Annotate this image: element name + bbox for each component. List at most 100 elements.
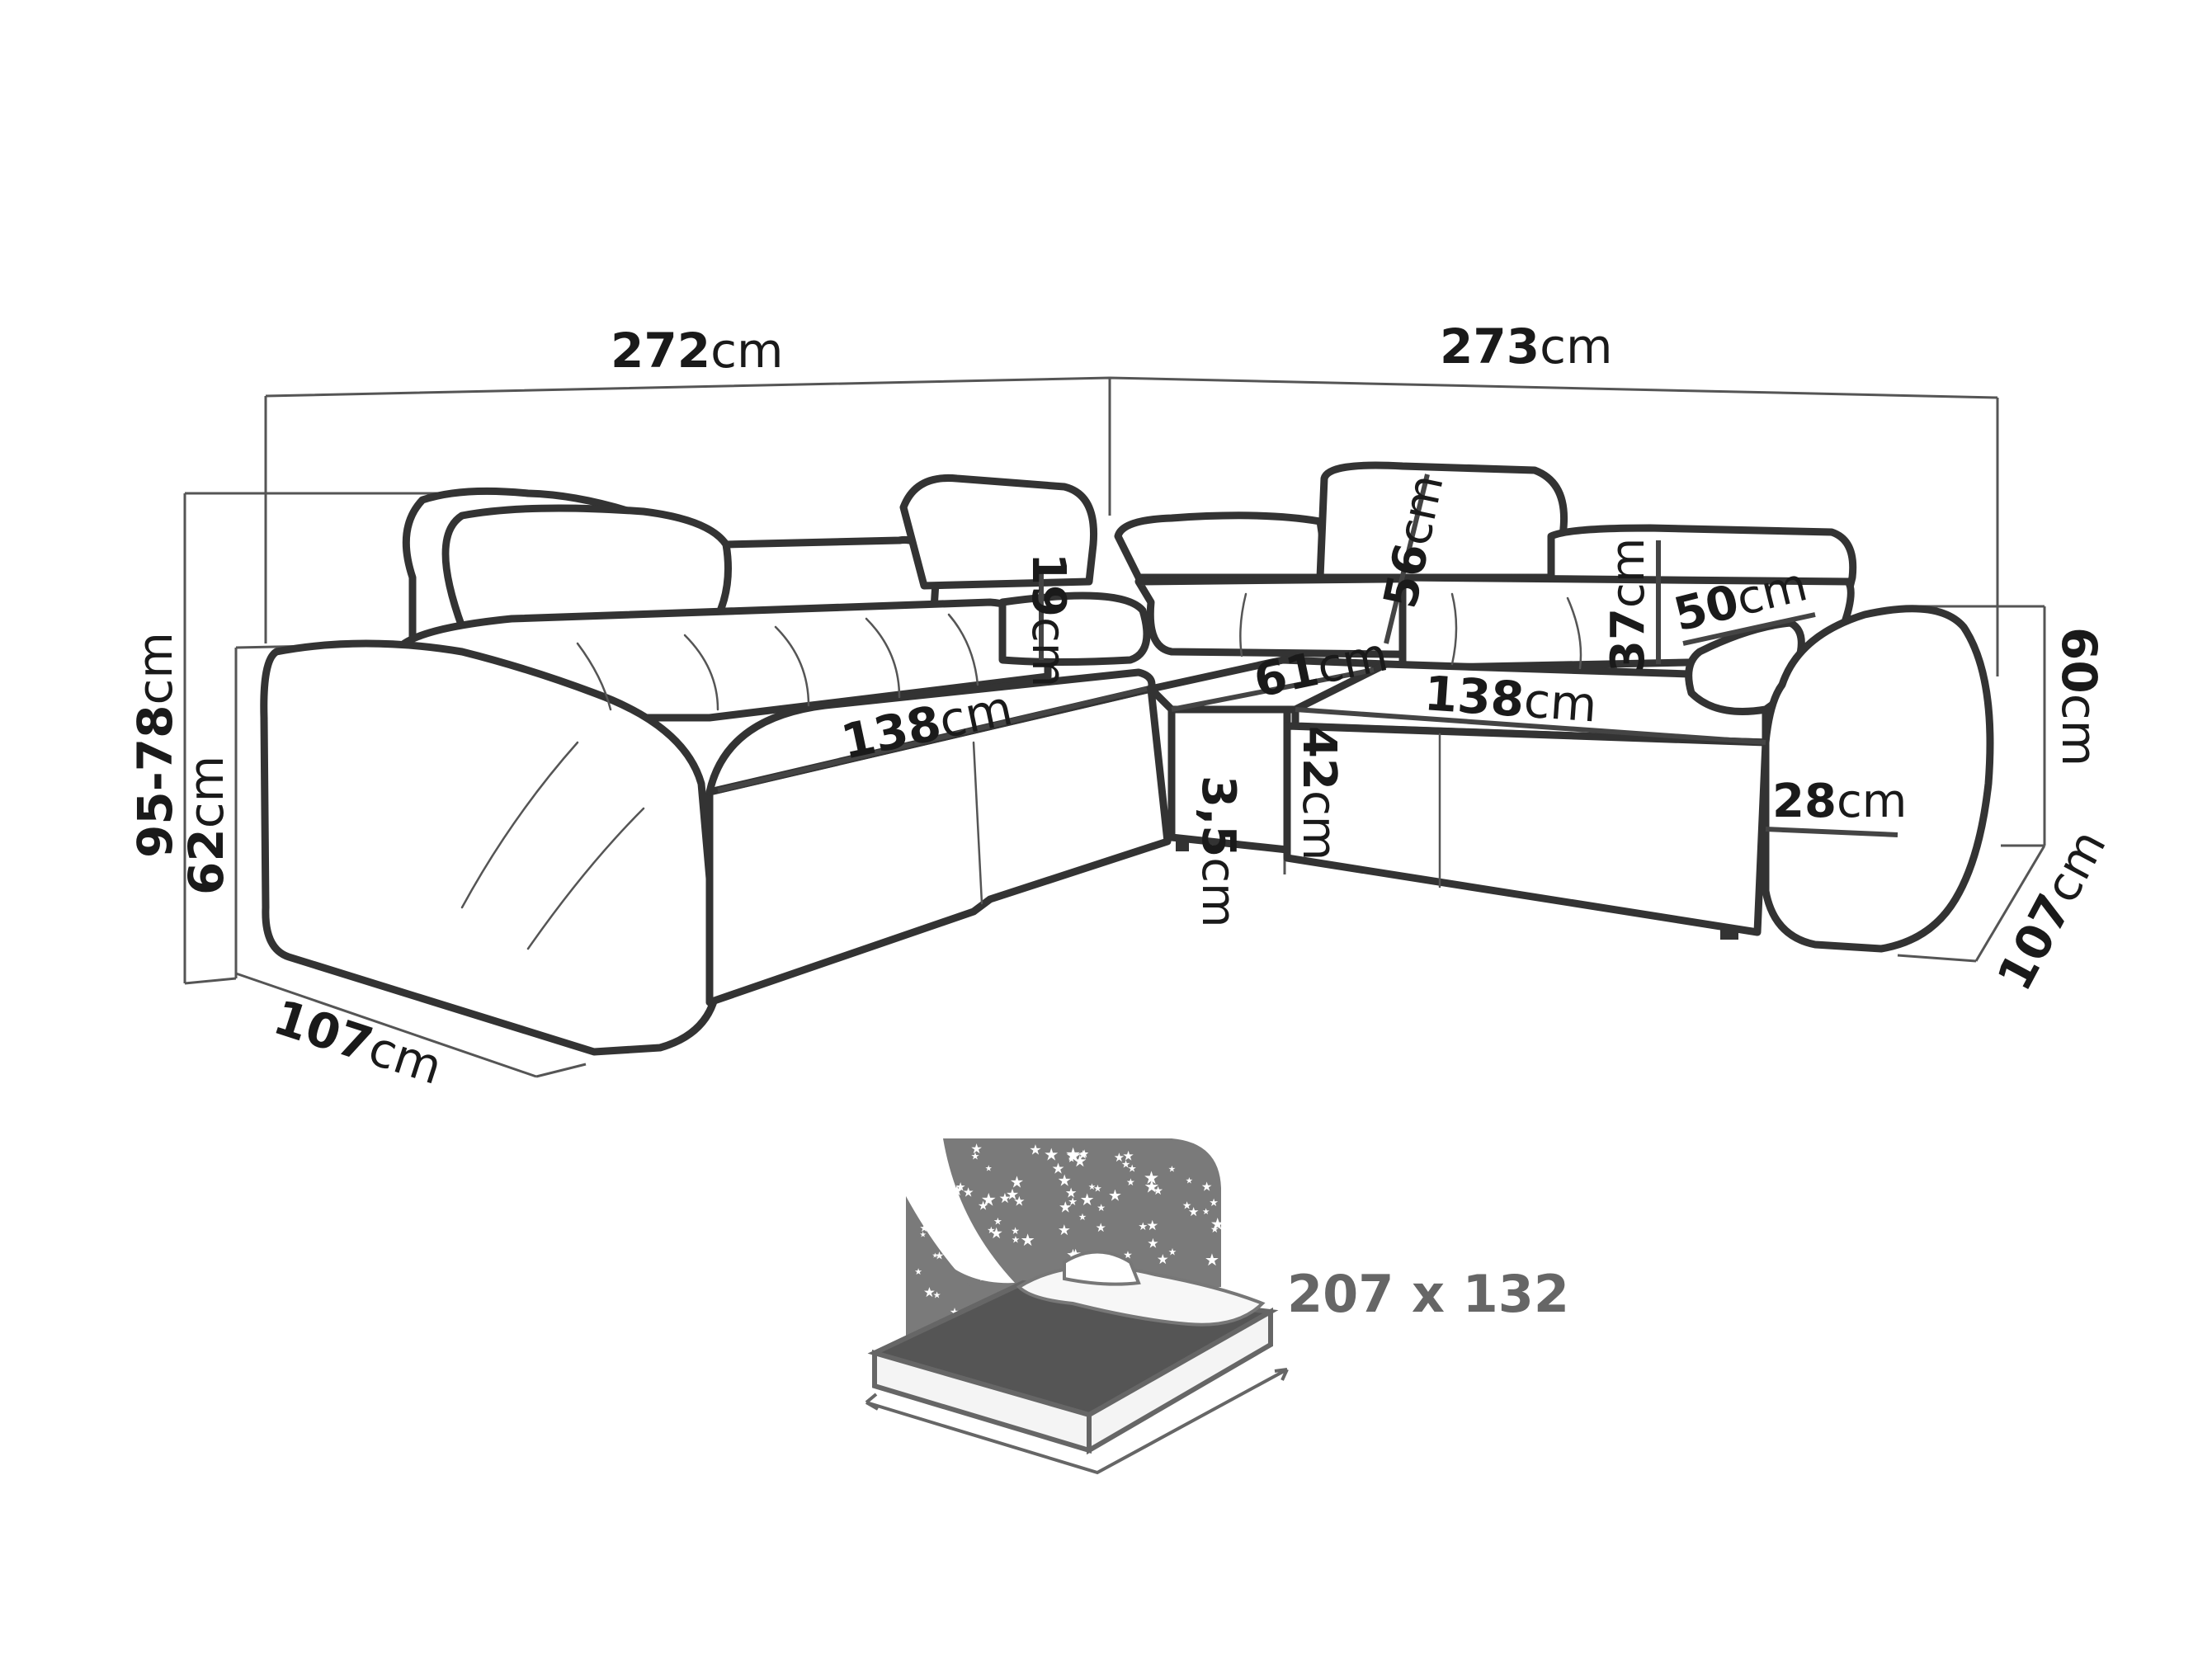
dim-height-total: 95-78cm [127, 632, 183, 858]
star-icon: ★ [1012, 1234, 1020, 1246]
dim-seat-right: 138cm [1422, 665, 1599, 733]
star-icon: ★ [1029, 1142, 1041, 1158]
star-icon: ★ [1010, 1172, 1024, 1191]
corner-sofa-drawing [260, 461, 1994, 1056]
dim-width-right: 273cm [1440, 318, 1612, 375]
star-icon: ★ [1065, 1146, 1082, 1166]
star-icon: ★ [1186, 1176, 1193, 1186]
star-icon: ★ [999, 1190, 1012, 1206]
star-icon: ★ [1079, 1148, 1089, 1161]
star-icon: ★ [1168, 1247, 1177, 1258]
star-icon: ★ [1201, 1180, 1213, 1195]
star-icon: ★ [1144, 1168, 1159, 1189]
star-icon: ★ [1108, 1185, 1122, 1204]
star-icon: ★ [1128, 1162, 1137, 1174]
star-icon: ★ [1096, 1221, 1106, 1235]
star-icon: ★ [941, 1210, 948, 1218]
dim-height-right: 60cm [2051, 627, 2107, 766]
star-icon: ★ [943, 1228, 955, 1242]
star-icon: ★ [1188, 1204, 1200, 1219]
star-icon: ★ [1059, 1199, 1073, 1217]
bed-size-label: 207 x 132 [1287, 1264, 1569, 1324]
star-icon: ★ [1209, 1197, 1218, 1209]
star-icon: ★ [1065, 1144, 1081, 1165]
star-icon: ★ [978, 1268, 991, 1284]
star-icon: ★ [935, 1250, 945, 1262]
star-icon: ★ [969, 1247, 982, 1264]
star-icon: ★ [1114, 1151, 1125, 1165]
dim-width-left: 272cm [611, 323, 783, 379]
star-icon: ★ [1011, 1225, 1020, 1237]
star-icon: ★ [933, 1290, 941, 1301]
star-icon: ★ [963, 1185, 974, 1199]
star-icon: ★ [1122, 1148, 1134, 1164]
star-icon: ★ [1121, 1157, 1130, 1170]
star-icon: ★ [1146, 1217, 1158, 1233]
star-icon: ★ [970, 1141, 983, 1157]
star-icon: ★ [932, 1251, 938, 1260]
star-icon: ★ [979, 1256, 989, 1269]
dim-arm-width: 28cm [1772, 775, 1907, 828]
star-icon: ★ [1044, 1145, 1059, 1165]
dim-backrest: 37cm [1601, 538, 1655, 672]
star-icon: ★ [919, 1223, 928, 1235]
measurement-bars [717, 474, 1898, 837]
star-icon: ★ [1078, 1211, 1087, 1223]
star-icon: ★ [914, 1266, 922, 1277]
dim-leg-height: 3,5cm [1191, 775, 1245, 928]
dim-armrest-height: 19cm [1021, 553, 1075, 687]
star-icon: ★ [1123, 1249, 1132, 1261]
star-icon: ★ [1078, 1149, 1088, 1162]
dim-headrest: 56cm [1374, 470, 1455, 613]
star-icon: ★ [962, 1251, 978, 1272]
star-icon: ★ [1182, 1200, 1191, 1213]
star-icon: ★ [1068, 1196, 1078, 1209]
star-icon: ★ [1006, 1186, 1019, 1204]
star-icon: ★ [989, 1225, 1003, 1242]
dim-height-back: 62cm [178, 756, 234, 895]
star-icon: ★ [987, 1224, 995, 1236]
star-icon: ★ [1138, 1221, 1148, 1233]
star-icon: ★ [950, 1183, 963, 1199]
star-icon: ★ [1052, 1161, 1065, 1178]
dim-seat-height: 42cm [1292, 726, 1346, 860]
star-icon: ★ [1068, 1155, 1076, 1165]
star-icon: ★ [994, 1273, 1003, 1284]
star-icon: ★ [920, 1231, 927, 1240]
star-icon: ★ [1058, 1222, 1071, 1239]
sleeping-function-icon: ★★★★★★★★★★★★★★★★★★★★★★★★★★★★★★★★★★★★★★★★… [865, 1138, 1289, 1475]
star-icon: ★ [956, 1229, 967, 1242]
star-icon: ★ [970, 1256, 980, 1269]
star-icon: ★ [1097, 1202, 1106, 1214]
star-icon: ★ [971, 1150, 980, 1162]
star-icon: ★ [955, 1181, 966, 1195]
star-icon: ★ [993, 1216, 1002, 1228]
star-icon: ★ [1168, 1164, 1176, 1174]
star-icon: ★ [1088, 1182, 1096, 1192]
star-icon: ★ [1210, 1214, 1225, 1233]
star-icon: ★ [1073, 1152, 1087, 1171]
star-icon: ★ [1065, 1185, 1078, 1201]
star-icon: ★ [1058, 1171, 1072, 1190]
star-icon: ★ [1153, 1185, 1163, 1198]
star-icon: ★ [1126, 1176, 1135, 1188]
star-icon: ★ [1093, 1183, 1102, 1195]
star-icon: ★ [985, 1165, 993, 1174]
star-icon: ★ [1144, 1176, 1159, 1197]
star-icon: ★ [981, 1190, 997, 1211]
star-icon: ★ [923, 1284, 936, 1300]
dim-depth-left: 107cm [267, 989, 449, 1096]
star-icon: ★ [1080, 1190, 1095, 1209]
star-icon: ★ [1210, 1223, 1219, 1235]
star-icon: ★ [1013, 1194, 1025, 1209]
star-icon: ★ [1205, 1250, 1219, 1270]
star-icon: ★ [1157, 1251, 1169, 1267]
star-icon: ★ [1147, 1235, 1158, 1251]
star-icon: ★ [1021, 1230, 1035, 1250]
star-icon: ★ [978, 1199, 988, 1214]
star-icon: ★ [981, 1249, 994, 1266]
star-icon: ★ [1202, 1207, 1210, 1217]
star-icon: ★ [951, 1232, 963, 1247]
